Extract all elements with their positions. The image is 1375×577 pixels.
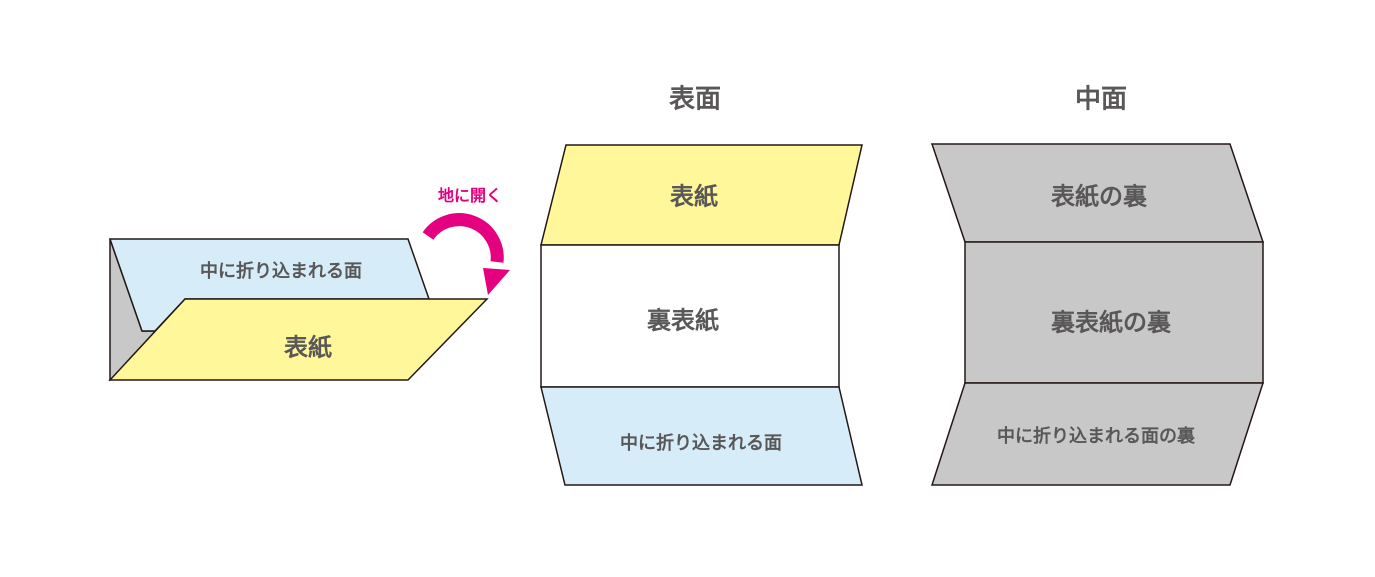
- front-inner-fold-panel: [540, 386, 863, 486]
- open-direction-label: 地に開く: [437, 186, 503, 205]
- folded-cover-panel: [108, 298, 489, 381]
- folded-inner-label: 中に折り込まれる面: [200, 261, 362, 282]
- front-panel-label: 中に折り込まれる面: [620, 433, 782, 454]
- inner-panel-label: 中に折り込まれる面の裏: [997, 426, 1195, 447]
- front-panel-label: 表紙: [670, 182, 718, 211]
- inner-panel-label: 表紙の裏: [1051, 182, 1147, 211]
- open-down-arrow-icon: [422, 213, 510, 295]
- inner-fold-back-panel: [930, 382, 1265, 486]
- inner-panel-label: 裏表紙の裏: [1051, 308, 1171, 337]
- front-back-cover-panel: [540, 244, 840, 388]
- front-panel-label: 裏表紙: [647, 306, 719, 335]
- inner-side-title: 中面: [1074, 84, 1128, 115]
- front-side-title: 表面: [668, 84, 722, 115]
- folded-cover-label: 表紙: [284, 333, 332, 362]
- inner-back-cover-back-panel: [964, 241, 1264, 384]
